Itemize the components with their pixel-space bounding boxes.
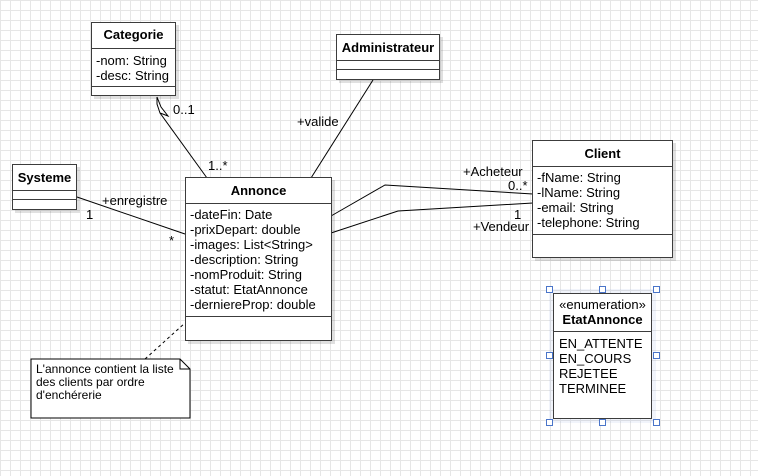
attribute: -derniereProp: double xyxy=(190,297,316,312)
categorie-annonce-association[interactable] xyxy=(159,112,208,179)
class-name: Client xyxy=(533,141,672,167)
class-name: Systeme xyxy=(13,165,76,191)
class-name: Categorie xyxy=(92,23,175,49)
attribute: -images: List<String> xyxy=(190,237,313,252)
attribute: -prixDepart: double xyxy=(190,222,301,237)
attribute: -description: String xyxy=(190,252,299,267)
enum-value: REJETEE xyxy=(559,366,618,381)
enum-value: EN_ATTENTE xyxy=(559,336,643,351)
enum-value: TERMINEE xyxy=(559,381,627,396)
class-annonce[interactable]: Annonce -dateFin: Date -prixDepart: doub… xyxy=(185,177,332,341)
class-attributes xyxy=(337,61,439,70)
class-attributes: -dateFin: Date -prixDepart: double -imag… xyxy=(186,204,331,317)
multiplicity-categorie: 0..1 xyxy=(173,102,195,117)
administrateur-annonce-association[interactable] xyxy=(310,79,374,179)
enum-header: «enumeration» EtatAnnonce xyxy=(554,294,651,332)
class-client[interactable]: Client -fName: String -lName: String -em… xyxy=(532,140,673,258)
attribute: -lName: String xyxy=(537,185,621,200)
class-categorie[interactable]: Categorie -nom: String -desc: String xyxy=(91,22,176,96)
note-shape[interactable] xyxy=(30,358,191,419)
resize-handle-w[interactable] xyxy=(546,352,553,359)
class-name: Annonce xyxy=(186,178,331,204)
role-enregistre: +enregistre xyxy=(102,193,168,208)
note-line: d'enchérerie xyxy=(36,388,102,402)
class-attributes: -fName: String -lName: String -email: St… xyxy=(533,167,672,235)
attribute: -fName: String xyxy=(537,170,621,185)
note-text: L'annonce contient la liste des clients … xyxy=(36,363,186,402)
multiplicity-acheteur: 0..* xyxy=(508,178,528,193)
note-anchor-line xyxy=(144,322,186,360)
role-valide: +valide xyxy=(297,114,339,129)
attribute: -email: String xyxy=(537,200,614,215)
note-line: L'annonce contient la liste xyxy=(36,362,174,376)
role-vendeur: +Vendeur xyxy=(473,219,530,234)
resize-handle-se[interactable] xyxy=(653,419,660,426)
attribute: -desc: String xyxy=(96,68,169,83)
class-attributes: -nom: String -desc: String xyxy=(92,49,175,87)
enum-stereotype: «enumeration» xyxy=(559,297,646,312)
vendeur-association[interactable] xyxy=(330,202,534,234)
attribute: -nomProduit: String xyxy=(190,267,302,282)
role-acheteur: +Acheteur xyxy=(463,164,523,179)
systeme-annonce-association[interactable] xyxy=(76,196,186,235)
class-systeme[interactable]: Systeme xyxy=(12,164,77,210)
note-fold xyxy=(179,359,190,370)
class-administrateur[interactable]: Administrateur xyxy=(336,34,440,80)
resize-handle-n[interactable] xyxy=(599,286,606,293)
note-line: des clients par ordre xyxy=(36,375,145,389)
acheteur-association[interactable] xyxy=(330,184,534,217)
resize-handle-ne[interactable] xyxy=(653,286,660,293)
resize-handle-e[interactable] xyxy=(653,352,660,359)
multiplicity-systeme: 1 xyxy=(86,207,94,222)
enum-value: EN_COURS xyxy=(559,351,632,366)
attribute: -telephone: String xyxy=(537,215,640,230)
multiplicity-annonce-categorie: 1..* xyxy=(208,158,228,173)
multiplicity-vendeur: 1 xyxy=(514,207,522,222)
resize-handle-s[interactable] xyxy=(599,419,606,426)
class-attributes xyxy=(13,191,76,200)
attribute: -dateFin: Date xyxy=(190,207,273,222)
enum-name: EtatAnnonce xyxy=(562,312,643,327)
class-name: Administrateur xyxy=(337,35,439,61)
aggregation-diamond xyxy=(156,96,170,118)
resize-handle-sw[interactable] xyxy=(546,419,553,426)
attribute: -nom: String xyxy=(96,53,167,68)
enum-etat-annonce[interactable]: «enumeration» EtatAnnonce EN_ATTENTE EN_… xyxy=(553,293,652,419)
enum-values: EN_ATTENTE EN_COURS REJETEE TERMINEE xyxy=(554,332,651,400)
resize-handle-nw[interactable] xyxy=(546,286,553,293)
multiplicity-annonce-systeme: * xyxy=(169,233,175,248)
attribute: -statut: EtatAnnonce xyxy=(190,282,308,297)
